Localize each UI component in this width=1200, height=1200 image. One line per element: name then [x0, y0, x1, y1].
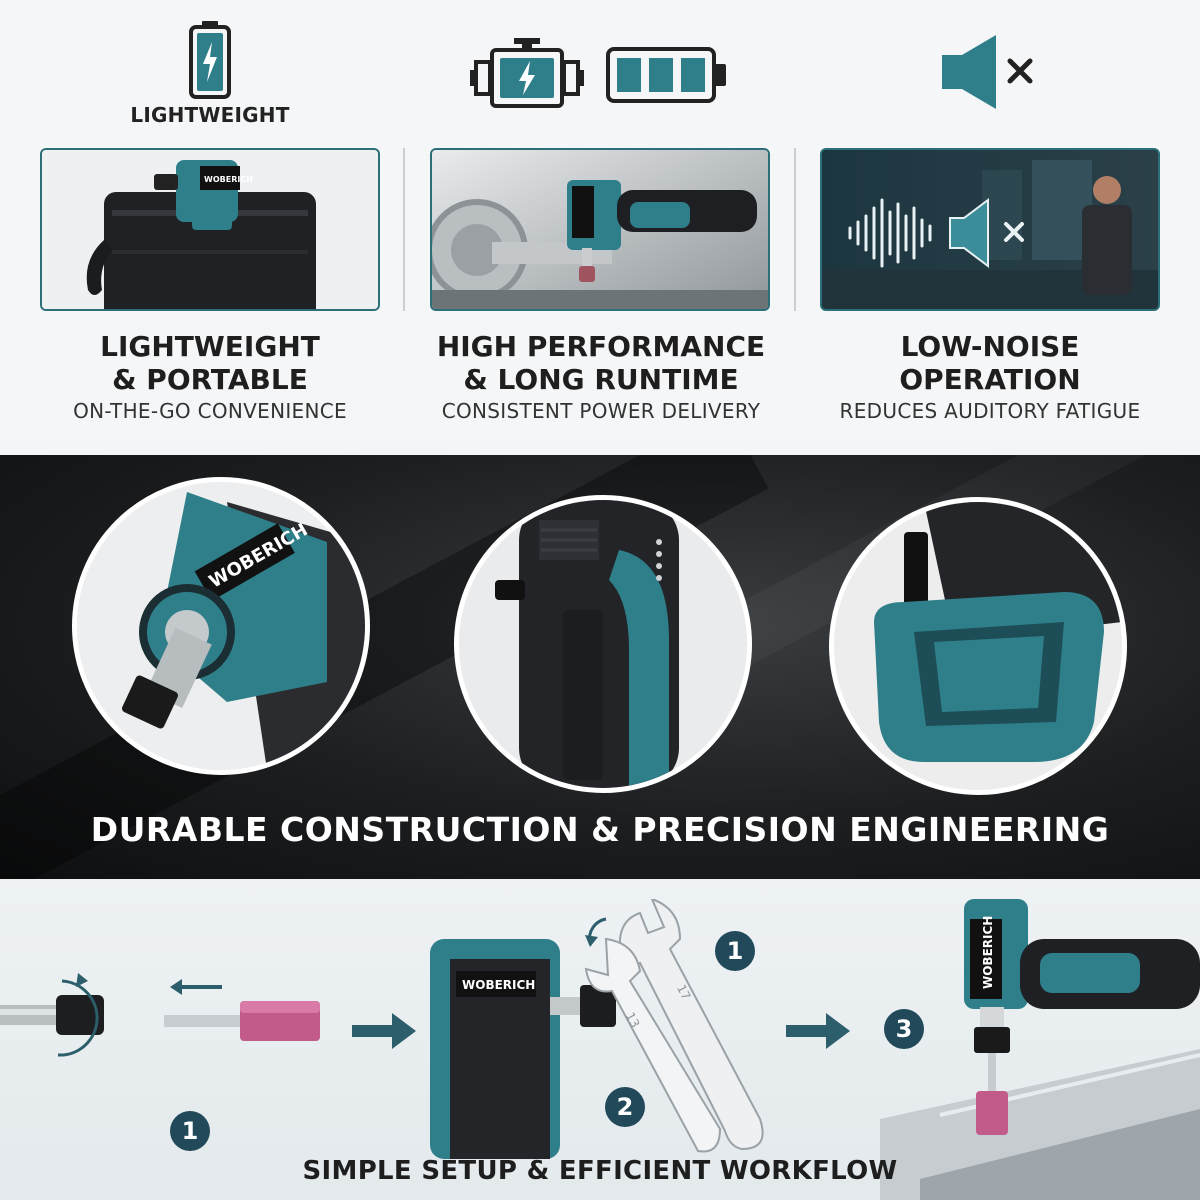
- lightweight-photo: WOBERICH: [40, 148, 380, 311]
- feature-title-line: HIGH PERFORMANCE: [436, 330, 766, 363]
- feature-subtitle-2: CONSISTENT POWER DELIVERY: [441, 399, 761, 423]
- step-2-badge: 2: [605, 1087, 645, 1127]
- step-3-badge: 3: [884, 1009, 924, 1049]
- detail-grip-circle: [454, 495, 752, 793]
- feature-subtitle-1: ON-THE-GO CONVENIENCE: [73, 399, 347, 423]
- wrench-13-icon: 13: [584, 937, 722, 1153]
- wrench-size-mark: 17: [674, 982, 694, 1002]
- sound-wave-icon: [848, 198, 932, 268]
- base-detail-illustration: [834, 502, 1122, 790]
- detail-base-circle: [829, 497, 1127, 795]
- feature-title-2: HIGH PERFORMANCE & LONG RUNTIME: [411, 330, 791, 396]
- battery-full-icon: [606, 47, 726, 103]
- performance-photo: [430, 148, 770, 311]
- lightweight-label: LIGHTWEIGHT: [130, 103, 290, 127]
- brand-text: WOBERICH: [981, 916, 995, 989]
- grip-detail-illustration: [459, 500, 747, 788]
- tool-grinding-illustration: [432, 150, 768, 309]
- shaft-collet-illustration: [0, 973, 104, 1057]
- step-1-badge: 1: [170, 1111, 210, 1151]
- feature-title-1: LIGHTWEIGHT & PORTABLE: [20, 330, 400, 396]
- brand-text: WOBERICH: [462, 978, 535, 992]
- battery-charging-icon: [189, 21, 231, 99]
- brand-text: WOBERICH: [204, 175, 253, 184]
- tool-working-illustration: WOBERICH: [880, 899, 1200, 1200]
- wrench-step-badge: 1: [715, 931, 755, 971]
- feature-title-line: & PORTABLE: [112, 363, 308, 396]
- feature-title-line: LIGHTWEIGHT: [100, 330, 320, 363]
- wrench-size-mark: 13: [623, 1010, 643, 1030]
- arrow-left-icon: [170, 979, 222, 995]
- workshop-illustration: [822, 150, 1158, 309]
- collet-detail-illustration: WOBERICH: [77, 482, 365, 770]
- feature-title-3: LOW-NOISE OPERATION: [800, 330, 1180, 396]
- construction-title: DURABLE CONSTRUCTION & PRECISION ENGINEE…: [90, 810, 1110, 849]
- column-divider: [403, 148, 405, 311]
- feature-title-line: OPERATION: [899, 363, 1081, 396]
- wrench-17-icon: 17: [618, 899, 764, 1151]
- feature-subtitle-3: REDUCES AUDITORY FATIGUE: [839, 399, 1141, 423]
- features-section: LIGHTWEIGHT WOBERICH: [0, 0, 1200, 443]
- column-divider: [794, 148, 796, 311]
- feature-title-line: & LONG RUNTIME: [463, 363, 739, 396]
- feature-title-line: LOW-NOISE: [900, 330, 1080, 363]
- arrow-right-icon: [352, 1013, 416, 1049]
- detail-collet-circle: WOBERICH: [72, 477, 370, 775]
- grinding-stone-icon: [164, 1001, 320, 1041]
- speaker-mute-icon: [949, 198, 989, 268]
- tool-wrench-illustration: WOBERICH 17 13: [430, 899, 764, 1159]
- arrow-right-icon: [786, 1013, 850, 1049]
- low-noise-photo: [820, 148, 1160, 311]
- speaker-mute-icon: [942, 35, 1033, 109]
- tool-on-bag-illustration: WOBERICH: [42, 150, 378, 309]
- setup-title: SIMPLE SETUP & EFFICIENT WORKFLOW: [302, 1156, 898, 1186]
- setup-section: 1 WOBERICH 17 13 1 2 3 WOBERICH: [0, 879, 1200, 1200]
- construction-section: WOBERICH: [0, 455, 1200, 879]
- motor-lightning-icon: [470, 38, 584, 108]
